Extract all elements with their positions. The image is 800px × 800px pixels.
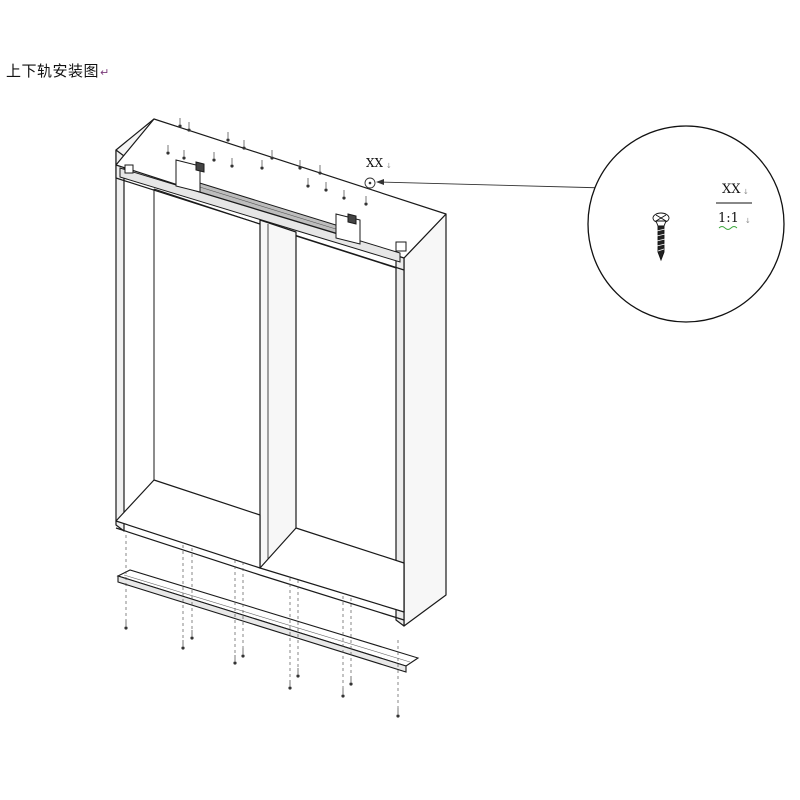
top-board (115, 118, 447, 259)
lower-guide-lines (125, 535, 399, 708)
detail-circle (587, 125, 785, 323)
detail-label-para-mark: ↓ (743, 188, 749, 196)
paragraph-mark: ↵ (100, 66, 110, 79)
detail-scale: 1:1 (718, 211, 739, 226)
bottom-board-right (259, 527, 405, 613)
countersunk-screw-icon (652, 212, 670, 262)
page-title: 上下轨安装图↵ (6, 60, 110, 81)
middle-divider (259, 219, 297, 569)
detail-scale-para-mark: ↓ (745, 217, 751, 225)
detail-view: XX ↓ 1:1 ↓ (587, 125, 785, 323)
title-text: 上下轨安装图 (6, 62, 100, 80)
right-side-panel (403, 213, 447, 627)
screw-callout: XX ↓ (364, 156, 607, 189)
wardrobe-cabinet (115, 118, 447, 627)
lower-screws (123, 619, 401, 719)
bottom-board-left (115, 479, 261, 569)
callout-label: XX (366, 156, 384, 170)
leader-line (377, 181, 607, 189)
detail-label: XX (722, 182, 741, 197)
upper-rail (119, 159, 407, 263)
callout-para-mark: ↓ (386, 162, 392, 170)
rail-bracket-left (175, 159, 201, 193)
